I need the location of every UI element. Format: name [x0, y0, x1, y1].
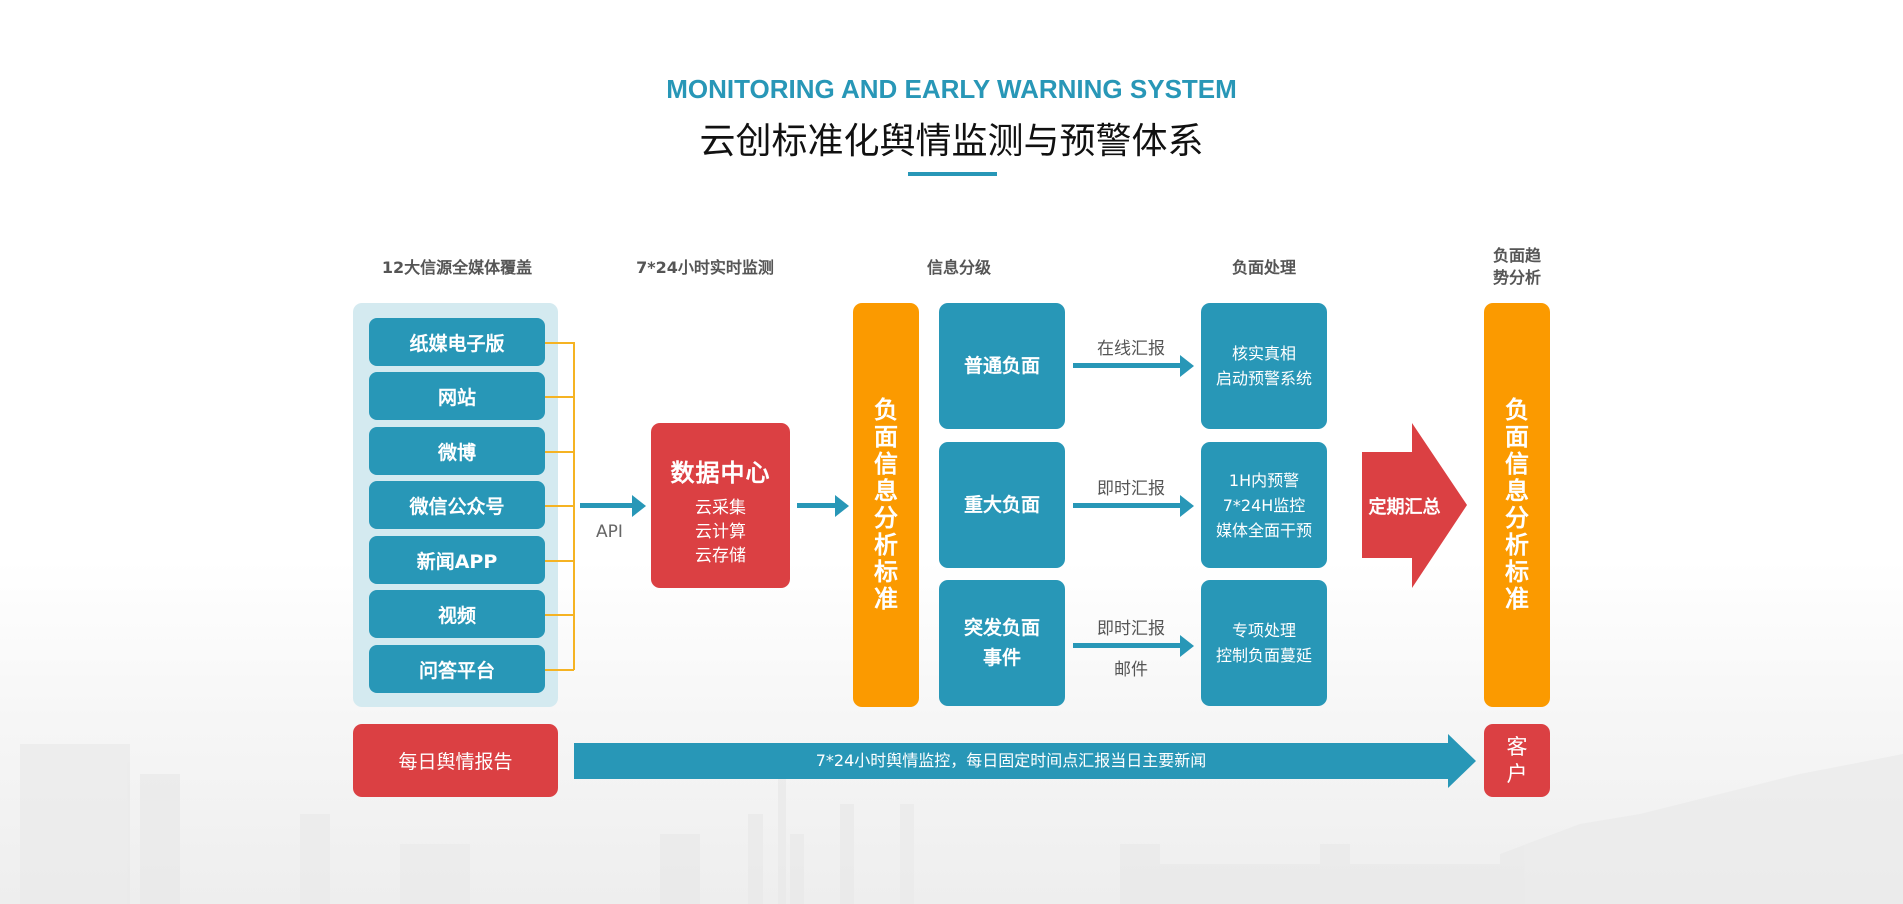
standard-bar-right[interactable]: 负面信息分析标准: [1484, 303, 1550, 707]
trend-header-line2: 势分析: [1492, 268, 1541, 287]
title-chinese: 云创标准化舆情监测与预警体系: [699, 121, 1204, 162]
classification-label-line2: 事件: [982, 647, 1021, 669]
source-item-video[interactable]: 视频: [369, 590, 545, 638]
datacenter-arrow-head-icon: [835, 495, 849, 517]
standard-bar-left[interactable]: 负面信息分析标准: [853, 303, 919, 707]
api-arrow-head-icon: [632, 495, 646, 517]
bracket-tick: [545, 560, 574, 562]
bracket-tick: [545, 614, 574, 616]
title-english: MONITORING AND EARLY WARNING SYSTEM: [666, 74, 1237, 104]
data-center-line: 云存储: [695, 546, 746, 566]
bracket-tick: [545, 451, 574, 453]
handling-line: 控制负面蔓延: [1215, 646, 1312, 665]
flow-label-instant-report: 即时汇报: [1097, 619, 1165, 639]
section-header-classification: 信息分级: [926, 258, 991, 277]
daily-report-box[interactable]: 每日舆情报告: [353, 724, 558, 797]
handling-line: 媒体全面干预: [1215, 520, 1312, 540]
classification-label: 突发负面: [963, 617, 1040, 639]
flow-arrow-line: [1073, 643, 1183, 648]
title-underline: [908, 172, 997, 176]
flow-arrow-head-icon: [1180, 355, 1194, 377]
trend-header-line1: 负面趋: [1492, 246, 1541, 265]
handling-box-normal[interactable]: 核实真相 启动预警系统: [1201, 303, 1327, 429]
api-arrow-line: [580, 503, 634, 508]
source-item-weibo[interactable]: 微博: [369, 427, 545, 475]
source-item-paper[interactable]: 纸媒电子版: [369, 318, 545, 366]
handling-box-sudden[interactable]: 专项处理 控制负面蔓延: [1201, 580, 1327, 706]
classification-major[interactable]: 重大负面: [939, 442, 1065, 568]
bracket-tick: [545, 342, 574, 344]
handling-line: 核实真相: [1231, 344, 1296, 363]
flow-label-instant-report: 即时汇报: [1097, 479, 1165, 499]
bottom-flow-text: 7*24小时舆情监控，每日固定时间点汇报当日主要新闻: [815, 751, 1207, 770]
bottom-flow-arrow-icon: [574, 734, 1476, 788]
data-center-box[interactable]: 数据中心 云采集 云计算 云存储: [651, 423, 790, 588]
section-header-trend: 负面趋 势分析: [1477, 245, 1557, 289]
handling-line: 1H内预警: [1228, 470, 1300, 490]
flow-arrow-head-icon: [1180, 495, 1194, 517]
flow-label-email: 邮件: [1114, 660, 1148, 680]
source-item-news-app[interactable]: 新闻APP: [369, 536, 545, 584]
handling-line: 7*24H监控: [1222, 495, 1306, 515]
bracket-tick: [545, 669, 574, 671]
standard-bar-left-text: 负面信息分析标准: [874, 396, 898, 613]
section-header-handling: 负面处理: [1231, 258, 1296, 277]
flow-arrow-line: [1073, 363, 1183, 368]
bracket-tick: [545, 505, 574, 507]
data-center-line: 云采集: [695, 498, 746, 518]
classification-sudden[interactable]: 突发负面 事件: [939, 580, 1065, 706]
data-center-title: 数据中心: [670, 459, 771, 487]
summary-arrow-label: 定期汇总: [1368, 497, 1441, 518]
classification-label: 重大负面: [963, 494, 1040, 516]
section-header-monitoring: 7*24小时实时监测: [636, 258, 774, 277]
source-item-qa[interactable]: 问答平台: [369, 645, 545, 693]
flow-arrow-head-icon: [1180, 635, 1194, 657]
handling-line: 专项处理: [1231, 621, 1296, 640]
handling-line: 启动预警系统: [1215, 369, 1312, 388]
client-box[interactable]: 客户: [1484, 724, 1550, 797]
summary-arrow-icon: [1362, 423, 1467, 588]
datacenter-arrow-line: [797, 503, 837, 508]
data-center-line: 云计算: [695, 522, 746, 542]
handling-box-major[interactable]: 1H内预警 7*24H监控 媒体全面干预: [1201, 442, 1327, 568]
standard-bar-right-text: 负面信息分析标准: [1505, 396, 1529, 613]
source-item-website[interactable]: 网站: [369, 372, 545, 420]
source-item-wechat[interactable]: 微信公众号: [369, 481, 545, 529]
classification-label: 普通负面: [963, 355, 1040, 377]
flow-label-online-report: 在线汇报: [1097, 339, 1165, 359]
classification-normal[interactable]: 普通负面: [939, 303, 1065, 429]
api-label: API: [596, 522, 623, 542]
bracket-tick: [545, 396, 574, 398]
section-header-sources: 12大信源全媒体覆盖: [381, 258, 533, 277]
client-label: 客户: [1506, 734, 1528, 786]
flow-arrow-line: [1073, 503, 1183, 508]
